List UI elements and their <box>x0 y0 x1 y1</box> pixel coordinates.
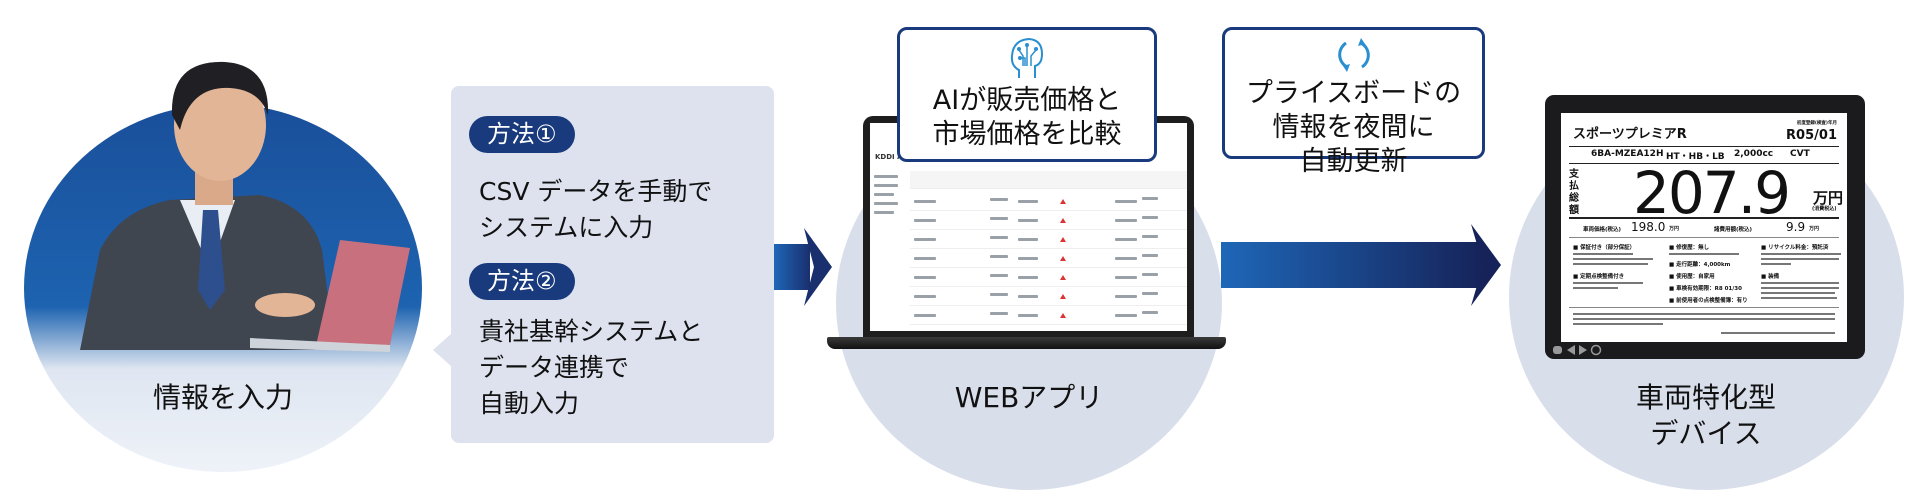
table-row[interactable] <box>910 193 1187 211</box>
warning-icon <box>1060 256 1066 261</box>
home-icon <box>1553 346 1562 354</box>
body-type: HT・HB・LB <box>1666 152 1725 162</box>
inspection-expiry-item: ■ 車検有効期限：R8 01/30 <box>1669 286 1742 292</box>
expenses-label: 諸費用額(税込) <box>1714 227 1753 233</box>
flow-arrow-2 <box>1221 224 1501 306</box>
vehicle-price-label: 車両価格(税込) <box>1583 227 1622 233</box>
laptop-base <box>827 337 1226 349</box>
model-name: スポーツプレミアR <box>1573 127 1687 142</box>
device-step-label: 車両特化型 デバイス <box>1606 380 1806 452</box>
table-header <box>910 171 1187 189</box>
device-nav-controls[interactable] <box>1551 344 1607 356</box>
recycle-fee-item: ■ リサイクル料金：預託済 <box>1761 245 1829 251</box>
input-methods-bubble: 方法① CSV データを手動で システムに入力 方法② 貴社基幹システムと デー… <box>451 86 774 443</box>
device-label-line-2: デバイス <box>1650 417 1762 450</box>
first-reg-label: 初度登録(検査)年月 <box>1796 121 1837 126</box>
device-label-line-1: 車両特化型 <box>1635 381 1776 414</box>
method-2-badge: 方法② <box>469 263 575 300</box>
bubble-pointer <box>433 334 451 366</box>
prev-icon <box>1567 345 1575 355</box>
mileage-item: ■ 走行距離：4,000km <box>1669 262 1731 268</box>
auto-update-callout: プライスボードの 情報を夜間に 自動更新 <box>1222 27 1485 177</box>
table-row[interactable] <box>910 212 1187 230</box>
businessman-photo <box>80 61 410 352</box>
input-step-label: 情報を入力 <box>152 381 293 414</box>
total-price: 207.9 <box>1633 159 1791 227</box>
usage-item: ■ 使用歴：自家用 <box>1669 274 1715 280</box>
ai-callout-line-1: AIが販売価格と <box>932 85 1122 116</box>
ai-compare-callout: AIが販売価格と 市場価格を比較 <box>897 27 1157 162</box>
ai-callout-line-2: 市場価格を比較 <box>932 119 1122 150</box>
warning-icon <box>1060 237 1066 242</box>
table-row[interactable] <box>910 250 1187 268</box>
method-1-text: CSV データを手動で システムに入力 <box>479 177 713 242</box>
refresh-callout-line-1: プライスボードの <box>1245 78 1462 109</box>
displacement: 2,000cc <box>1734 149 1774 159</box>
app-brand: KDDI AI <box>875 153 906 161</box>
model-code: 6BA-MZEA12H <box>1591 149 1664 159</box>
warning-icon <box>1060 218 1066 223</box>
table-row[interactable] <box>910 269 1187 287</box>
refresh-small-icon <box>1590 344 1602 356</box>
warranty-item: ■ 保証付き（部分保証） <box>1573 245 1636 251</box>
table-row[interactable] <box>910 231 1187 249</box>
repair-history-item: ■ 修復歴：無し <box>1669 245 1710 251</box>
warning-icon <box>1060 275 1066 280</box>
refresh-icon <box>1337 38 1370 72</box>
warning-icon <box>1060 199 1066 204</box>
table-row[interactable] <box>910 288 1187 306</box>
price-board-device: スポーツプレミアR 初度登録(検査)年月 R05/01 6BA-MZEA12H … <box>1545 95 1865 359</box>
flow-arrow-1 <box>774 228 832 306</box>
method-2-text: 貴社基幹システムと データ連携で 自動入力 <box>479 317 704 418</box>
transmission: CVT <box>1790 149 1810 159</box>
expenses: 9.9 <box>1786 220 1806 234</box>
inspection-item: ■ 定期点検整備付き <box>1573 274 1625 280</box>
tax-note: (消費税込) <box>1812 206 1837 212</box>
maintenance-record-item: ■ 前使用者の点検整備簿：有り <box>1669 298 1748 304</box>
warning-icon <box>1060 313 1066 318</box>
ai-brain-icon <box>1010 37 1044 78</box>
price-board-screen: スポーツプレミアR 初度登録(検査)年月 R05/01 6BA-MZEA12H … <box>1561 113 1847 342</box>
webapp-step-label: WEBアプリ <box>954 381 1104 414</box>
total-label: 支払総額 <box>1569 169 1579 216</box>
expenses-unit: 万円 <box>1809 226 1820 232</box>
refresh-callout-line-2: 情報を夜間に <box>1272 112 1435 143</box>
next-icon <box>1579 345 1587 355</box>
vehicle-price-unit: 万円 <box>1669 226 1680 232</box>
equipment-item: ■ 装備 <box>1761 274 1780 280</box>
vehicle-price: 198.0 <box>1631 220 1666 234</box>
first-reg: R05/01 <box>1786 128 1837 143</box>
warning-icon <box>1060 294 1066 299</box>
table-row[interactable] <box>910 307 1187 325</box>
method-1-badge: 方法① <box>469 116 575 153</box>
total-unit: 万円 <box>1813 189 1844 207</box>
refresh-callout-line-3: 自動更新 <box>1299 146 1408 177</box>
